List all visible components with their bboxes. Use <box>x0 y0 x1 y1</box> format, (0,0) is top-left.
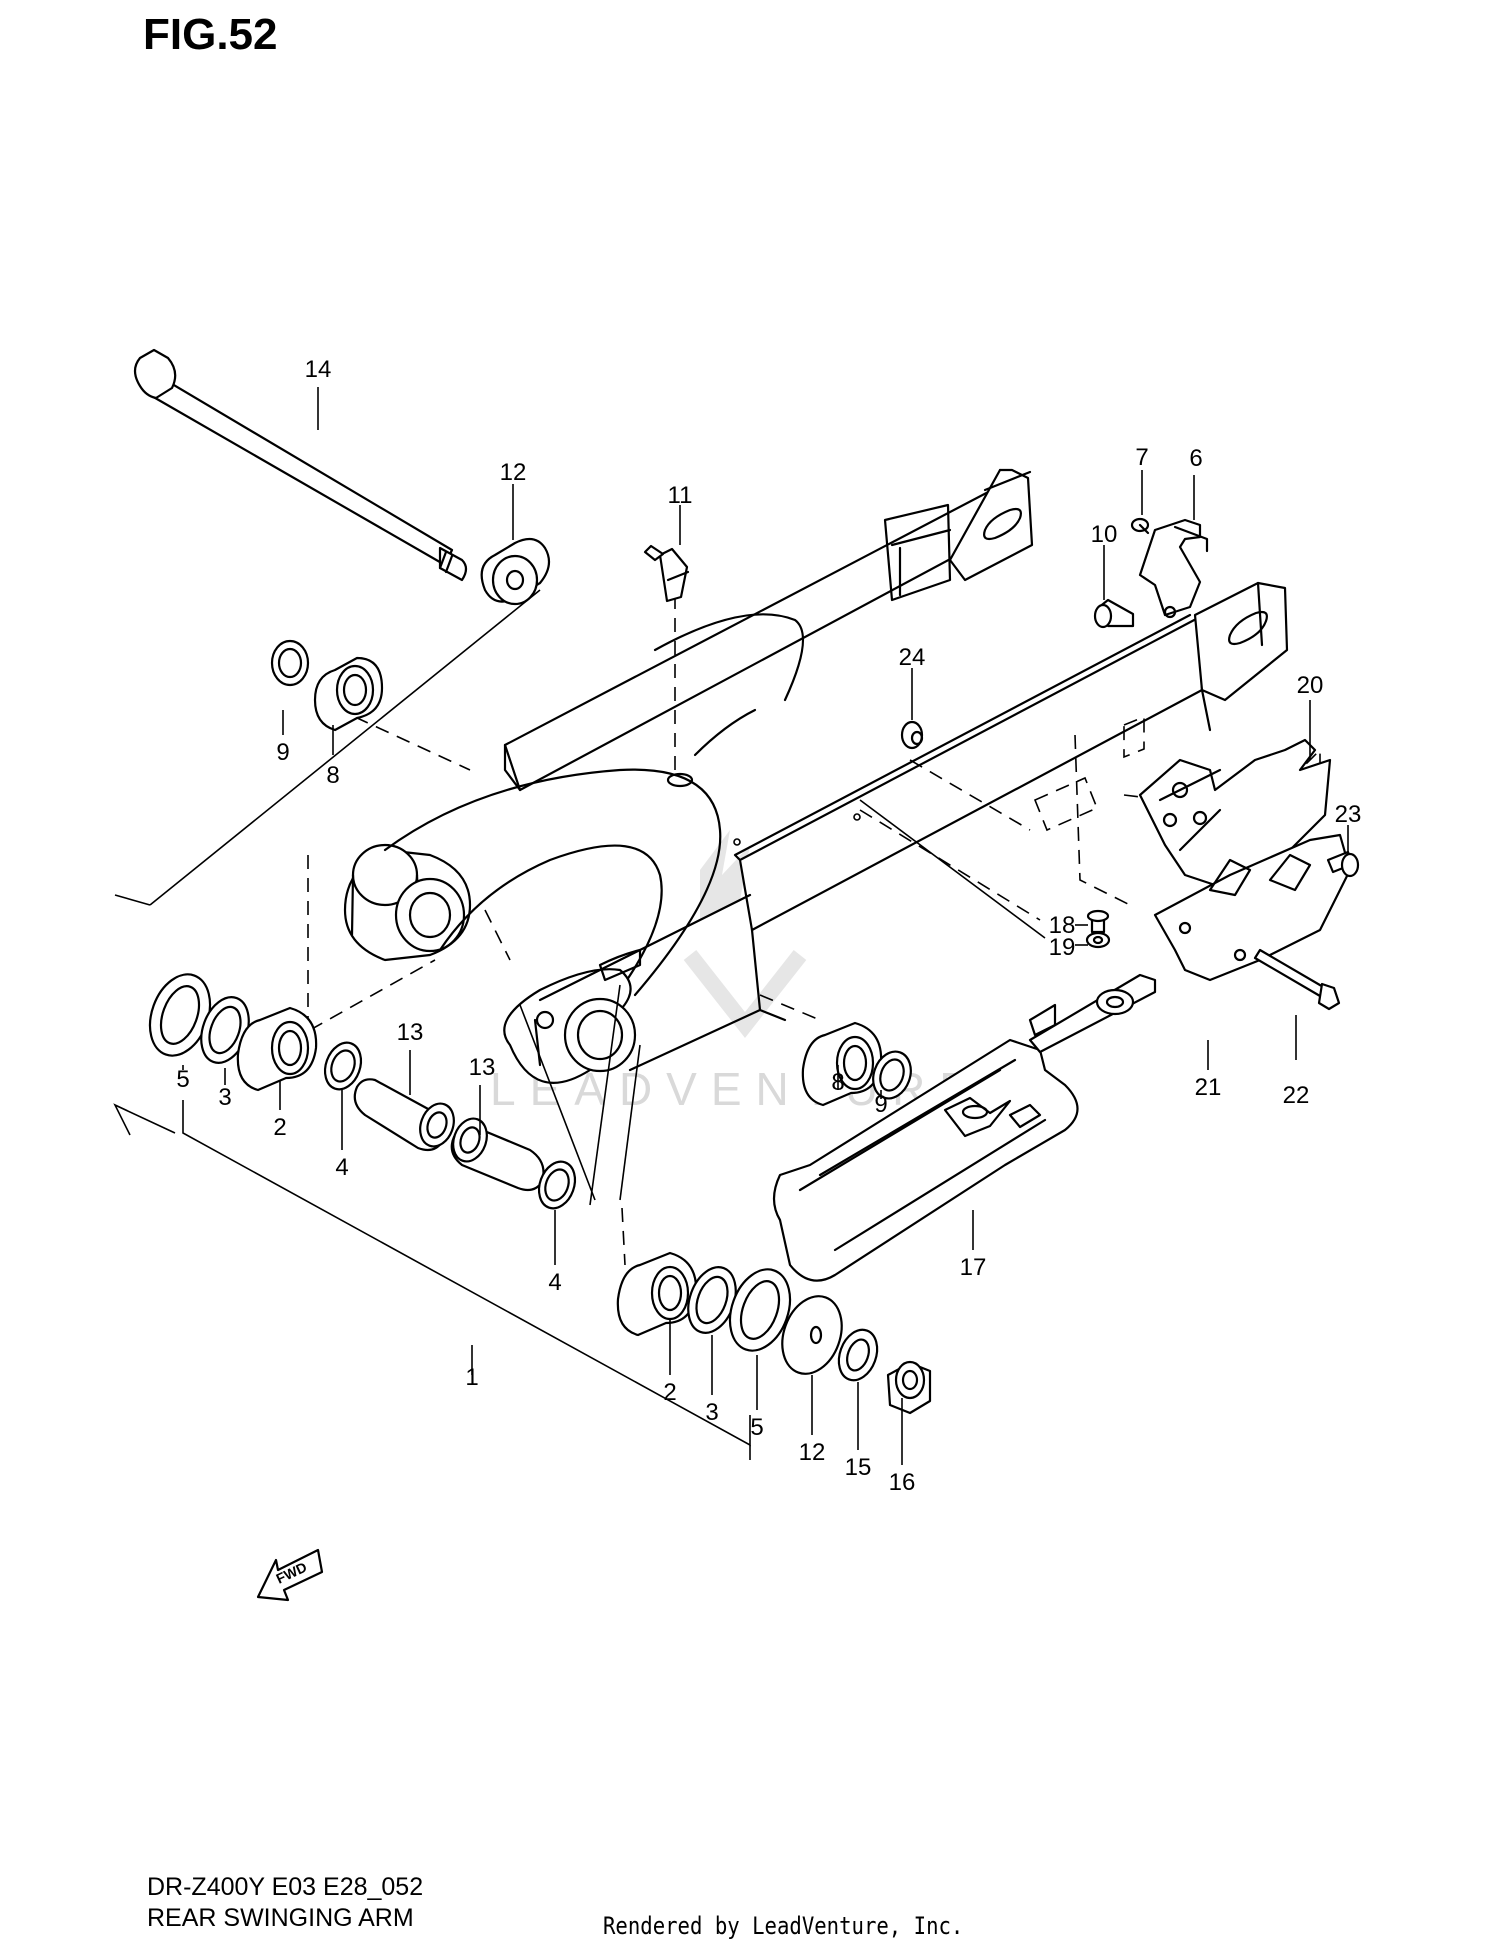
chain-guide-21 <box>1153 833 1352 982</box>
seal-5-right <box>728 1268 792 1352</box>
figure-title: FIG.52 <box>143 10 278 59</box>
swingarm <box>343 468 1289 1084</box>
part-label: 23 <box>1335 801 1362 828</box>
part-label: 16 <box>889 1469 916 1496</box>
part-label: 6 <box>1189 445 1202 472</box>
bearing-8-right <box>801 1021 883 1107</box>
washer-19 <box>1085 931 1111 949</box>
bearing-8-upper <box>313 656 384 732</box>
part-label: 2 <box>273 1114 286 1141</box>
diagram-code: DR-Z400Y E03 E28_052 <box>147 1873 424 1901</box>
grease-nipple <box>643 544 690 603</box>
washer-12-upper <box>480 537 551 606</box>
part-label: 12 <box>500 459 527 486</box>
part-label: 13 <box>397 1019 424 1046</box>
bolt-23 <box>1326 850 1360 878</box>
part-label: 4 <box>335 1154 348 1181</box>
washer-3-right <box>687 1266 737 1334</box>
part-label: 13 <box>469 1054 496 1081</box>
collar-13-right <box>450 1117 545 1192</box>
part-label: 7 <box>1135 444 1148 471</box>
part-label: 24 <box>899 644 926 671</box>
part-label: 19 <box>1049 934 1076 961</box>
screw-18 <box>1086 909 1110 934</box>
part-label: 3 <box>218 1084 231 1111</box>
washer-15 <box>837 1328 879 1382</box>
part-label: 8 <box>831 1069 844 1096</box>
bolt-22 <box>1253 948 1341 1011</box>
part-label: 3 <box>705 1399 718 1426</box>
part-label: 14 <box>305 356 332 383</box>
part-label: 22 <box>1283 1082 1310 1109</box>
washer-12-right <box>781 1295 843 1375</box>
seal-4-left <box>323 1041 363 1091</box>
part-label: 15 <box>845 1454 872 1481</box>
seal-9-upper <box>270 639 310 687</box>
part-label: 2 <box>663 1379 676 1406</box>
grommet-24 <box>900 720 924 750</box>
screw-7 <box>1130 517 1150 535</box>
diagram-caption: REAR SWINGING ARM <box>147 1904 414 1932</box>
nut-16 <box>886 1360 932 1415</box>
part-label: 21 <box>1195 1074 1222 1101</box>
part-label: 18 <box>1049 912 1076 939</box>
part-label: 9 <box>276 739 289 766</box>
part-label: 8 <box>326 762 339 789</box>
collar-13-left <box>353 1078 455 1152</box>
seal-9-right <box>872 1050 912 1100</box>
chain-slider-17 <box>772 973 1157 1282</box>
part-label: 11 <box>668 482 693 509</box>
part-label: 20 <box>1297 672 1324 699</box>
fwd-arrow-icon: FWD <box>256 1548 324 1602</box>
part-label: 1 <box>465 1364 478 1391</box>
part-label: 5 <box>750 1414 763 1441</box>
bracket-6 <box>1138 518 1209 619</box>
part-label: 12 <box>799 1439 826 1466</box>
part-labels: 14 12 11 7 6 10 24 20 23 18 19 9 8 21 22… <box>176 356 1361 1496</box>
pivot-shaft <box>133 348 468 582</box>
seal-4-right <box>537 1160 577 1210</box>
bearing-2-left <box>236 1006 318 1092</box>
rendered-by-credit: Rendered by LeadVenture, Inc. <box>603 1912 964 1940</box>
bearing-2-right <box>616 1251 698 1337</box>
chain-guide-20 <box>1138 738 1332 887</box>
part-label: 10 <box>1091 521 1118 548</box>
part-label: 9 <box>874 1091 887 1118</box>
leader-lines <box>113 589 1321 1460</box>
part-label: 17 <box>960 1254 987 1281</box>
part-label: 4 <box>548 1269 561 1296</box>
part-label: 5 <box>176 1066 189 1093</box>
callout-lines <box>182 387 1349 1465</box>
bolt-10 <box>1093 598 1135 629</box>
